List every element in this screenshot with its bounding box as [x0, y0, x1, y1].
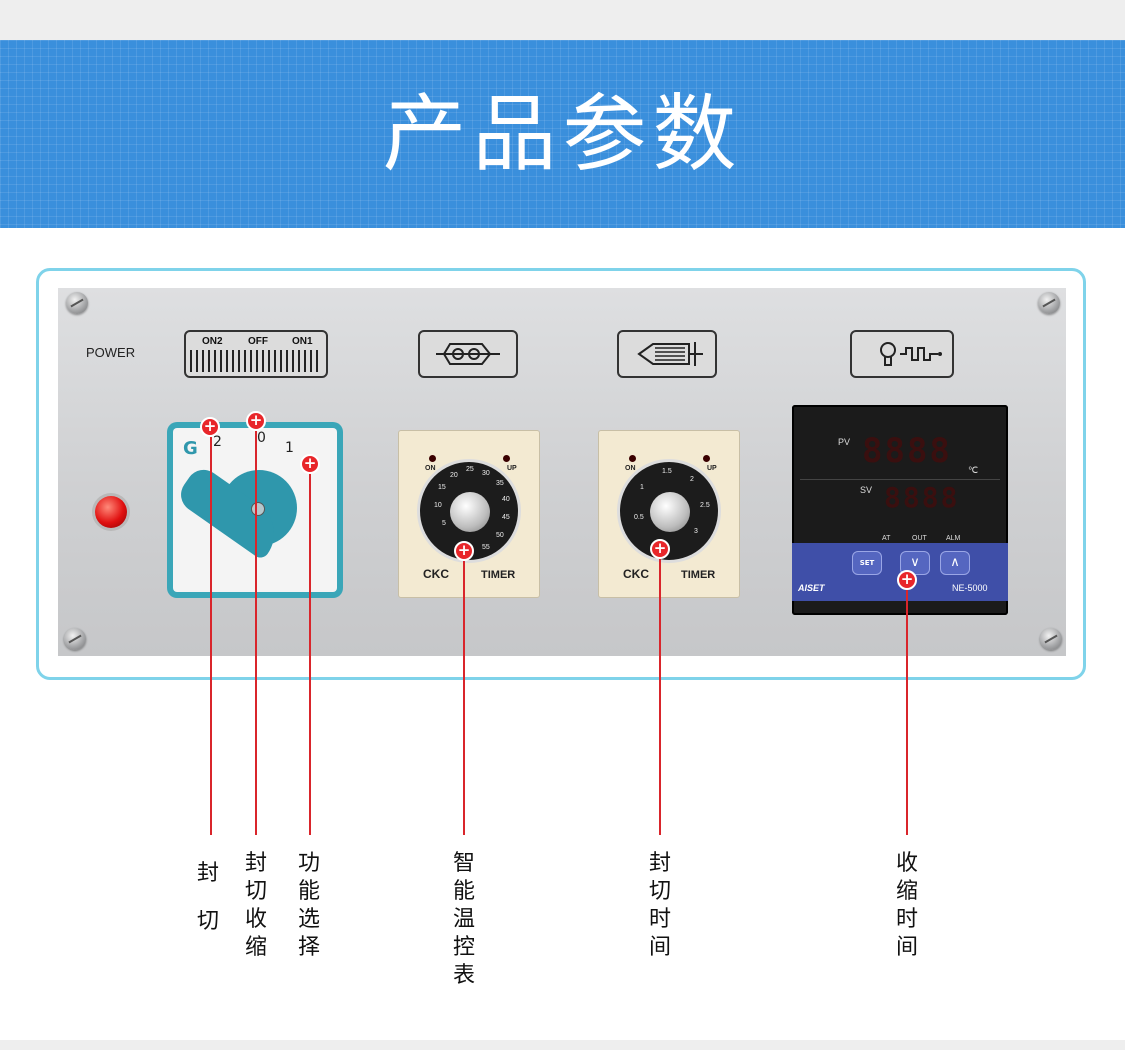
screw-icon [1040, 628, 1062, 650]
dial-tick: 10 [434, 502, 442, 509]
timer-up-led [703, 455, 710, 462]
timer-knob[interactable] [650, 492, 690, 532]
banner-title: 产品参数 [382, 85, 743, 183]
dial-tick: 1 [640, 484, 644, 491]
legend-on2: ON2 [202, 336, 223, 347]
sv-display: 8888 [884, 481, 960, 514]
dial-tick: 2 [690, 476, 694, 483]
top-bar [0, 0, 1125, 40]
out-indicator: OUT [912, 535, 927, 542]
legend-off: OFF [248, 336, 268, 347]
dial-tick: 30 [482, 470, 490, 477]
dial-tick: 1.5 [662, 468, 672, 475]
timer-brand: CKC [623, 567, 649, 581]
aiset-logo-icon: G [183, 438, 198, 459]
timer-on-label: ON [425, 465, 436, 472]
dial-tick: 35 [496, 480, 504, 487]
timer-label: TIMER [481, 569, 516, 581]
label-seal-cut: 封切 [196, 861, 219, 934]
dial-tick: 0.5 [634, 514, 644, 521]
timer-label: TIMER [681, 569, 716, 581]
leader-line [255, 431, 257, 835]
power-indicator-light [95, 496, 127, 528]
timer-on-led [629, 455, 636, 462]
pv-display: 8888 [862, 431, 952, 471]
unit-label: ℃ [968, 465, 979, 475]
seal-time-timer: ON UP 0.5 1 1.5 2 2.5 3 CKC TIMER [598, 430, 740, 598]
timer-dial[interactable]: 5 10 15 20 25 30 35 40 45 50 55 [417, 459, 521, 563]
timer-up-label: UP [507, 465, 517, 472]
controller-model: NE-5000 [952, 583, 988, 593]
label-shrink-time: 收缩时间 [895, 851, 918, 960]
dial-tick: 55 [482, 544, 490, 551]
legend-grid [190, 350, 322, 372]
banner [0, 40, 1125, 228]
chevron-down-icon: ∨ [910, 555, 920, 570]
plus-circle-icon: + [300, 454, 320, 474]
dial-tick: 15 [438, 484, 446, 491]
cutting-symbol-icon [617, 330, 717, 378]
rotary-hub [251, 502, 265, 516]
plus-circle-icon: + [200, 417, 220, 437]
dial-tick: 2.5 [700, 502, 710, 509]
dial-tick: 25 [466, 466, 474, 473]
set-button[interactable]: SET [852, 551, 882, 575]
display-divider [800, 479, 1000, 480]
bottom-bar [0, 1040, 1125, 1050]
switch-position-0: 0 [257, 430, 266, 446]
screw-icon [1038, 292, 1060, 314]
legend-on1: ON1 [292, 336, 313, 347]
timer-on-label: ON [625, 465, 636, 472]
plus-circle-icon: + [650, 539, 670, 559]
timer-up-label: UP [707, 465, 717, 472]
pv-label: PV [838, 437, 851, 447]
leader-line [309, 473, 311, 835]
controller-brand: AISET [798, 583, 825, 593]
leader-line [659, 559, 661, 835]
label-function-select: 功能选择 [297, 851, 320, 960]
leader-line [906, 590, 908, 835]
power-label: POWER [86, 345, 136, 360]
dial-tick: 5 [442, 520, 446, 527]
switch-legend-plate: ON2 OFF ON1 [184, 330, 328, 378]
sealing-symbol-icon [418, 330, 518, 378]
sv-label: SV [860, 485, 873, 495]
switch-position-1: 1 [285, 440, 294, 456]
temperature-timer: ON UP 5 10 15 20 25 30 35 40 45 50 55 CK… [398, 430, 540, 598]
plus-circle-icon: + [454, 541, 474, 561]
plus-circle-icon: + [897, 570, 917, 590]
label-seal-shrink: 封切收缩 [244, 851, 267, 960]
leader-line [210, 437, 212, 835]
timer-knob[interactable] [450, 492, 490, 532]
label-temp-controller: 智能温控表 [452, 851, 475, 988]
timer-on-led [429, 455, 436, 462]
switch-position-2: 2 [213, 434, 222, 450]
at-indicator: AT [882, 535, 891, 542]
alm-indicator: ALM [946, 535, 961, 542]
dial-tick: 45 [502, 514, 510, 521]
dial-tick: 50 [496, 532, 504, 539]
screw-icon [64, 628, 86, 650]
chevron-up-icon: ∧ [950, 555, 960, 570]
dial-tick: 40 [502, 496, 510, 503]
label-seal-time: 封切时间 [648, 851, 671, 960]
timer-brand: CKC [423, 567, 449, 581]
timer-up-led [503, 455, 510, 462]
dial-tick: 3 [694, 528, 698, 535]
up-button[interactable]: ∧ [940, 551, 970, 575]
heating-symbol-icon [850, 330, 954, 378]
timer-dial[interactable]: 0.5 1 1.5 2 2.5 3 [617, 459, 721, 563]
leader-line [463, 561, 465, 835]
screw-icon [66, 292, 88, 314]
dial-tick: 20 [450, 472, 458, 479]
plus-circle-icon: + [246, 411, 266, 431]
